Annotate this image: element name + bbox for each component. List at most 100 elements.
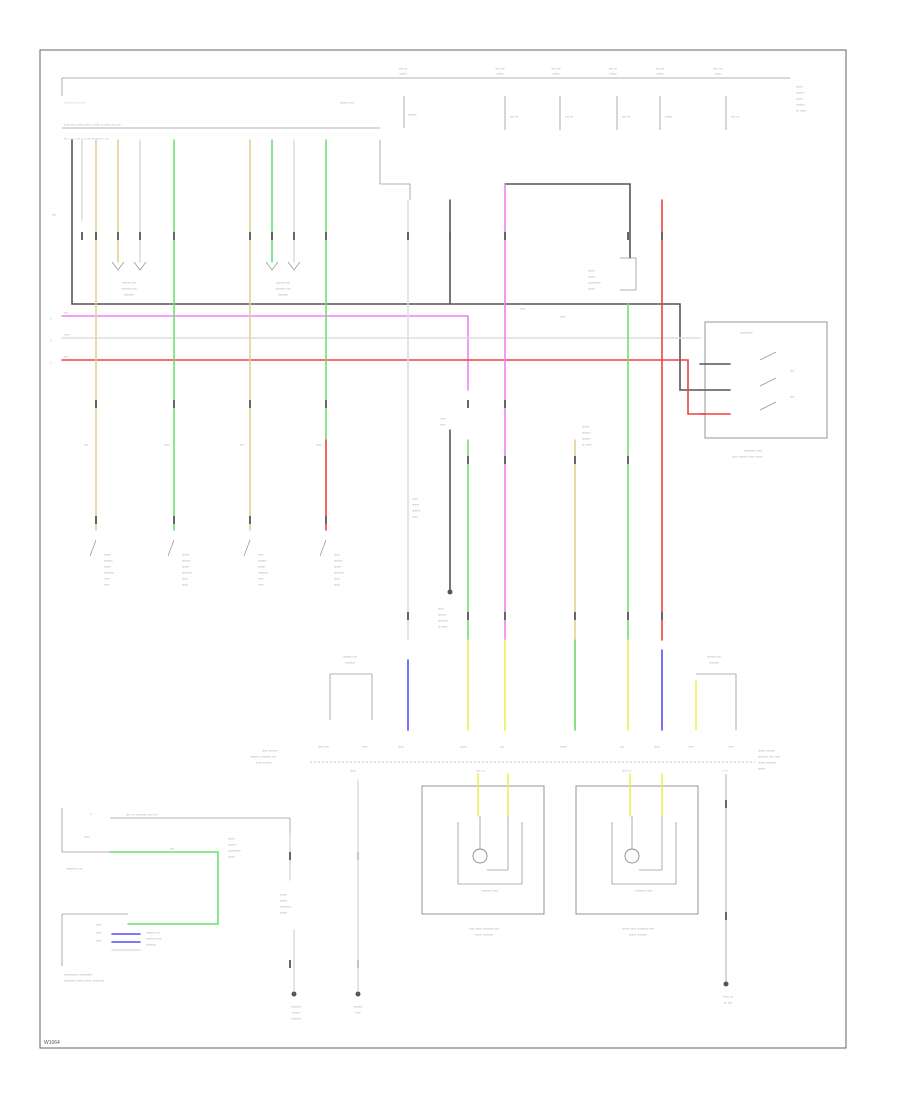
svg-text:▫▫▫▫▫▫▫▫▫: ▫▫▫▫▫▫▫▫▫: [740, 330, 753, 335]
svg-text:▫▫▫▫▫▫ ▫▫▫: ▫▫▫▫▫▫ ▫▫▫: [146, 930, 160, 935]
svg-text:▫▫▫: ▫▫▫: [790, 368, 795, 373]
control-unit-bottom: ▫▫▫▫ ▫▫▫▫▫▫ ▫▫▫▫▫▫▫ ▫▫▫▫▫▫▫ ▫▫▫ ▫▫▫▫ ▫▫▫…: [250, 748, 781, 773]
svg-text:▫▫▫▫▫▫▫▫▫▫ ▫▫▫▫▫▫▫▫▫: ▫▫▫▫▫▫▫▫▫▫ ▫▫▫▫▫▫▫▫▫: [64, 972, 93, 977]
svg-text:▫▫▫▫▫: ▫▫▫▫▫: [552, 71, 560, 76]
svg-text:▫▫▫▫▫▫▫▫ ▫▫▫▫▫ ▫▫▫▫▫ ▫▫▫▫▫▫▫▫: ▫▫▫▫▫▫▫▫ ▫▫▫▫▫ ▫▫▫▫▫ ▫▫▫▫▫▫▫▫: [64, 978, 105, 983]
svg-text:▫▫▫▫▫▫▫: ▫▫▫▫▫▫▫: [438, 618, 449, 623]
svg-text:▫▫▫: ▫▫▫: [500, 744, 505, 749]
svg-text:▫▫▫: ▫▫▫: [84, 442, 89, 447]
top-fuse-row: ▫ ▫ ▫ ▫ ▫ ▫ ▫ ▫ ▫ ▫▫▫ ▫▫▫▫▫▫▫ ▫▫▫ ▫▫▫▫▫▫…: [61, 66, 806, 130]
svg-text:▫▫▫▫▫▫▫: ▫▫▫▫▫▫▫: [291, 1016, 302, 1021]
ground-icon: [447, 589, 453, 595]
svg-text:▫▫▫▫: ▫▫▫▫: [96, 930, 102, 935]
svg-text:▫▫▫▫: ▫▫▫▫: [182, 582, 188, 587]
svg-text:▫▫▫▫▫: ▫▫▫▫▫: [665, 114, 673, 119]
svg-text:▫▫▫▫▫▫▫: ▫▫▫▫▫▫▫: [709, 660, 720, 665]
svg-text:▫▫▫▫: ▫▫▫▫: [164, 442, 170, 447]
svg-text:▫▫▫▫: ▫▫▫▫: [440, 416, 446, 421]
svg-text:▫▫▫▫: ▫▫▫▫: [688, 744, 694, 749]
svg-text:▫▫▫▫▫: ▫▫▫▫▫: [104, 552, 112, 557]
svg-text:▫▫▫▫▫▫▫: ▫▫▫▫▫▫▫: [104, 570, 115, 575]
svg-text:▫▫▫▫▫▫: ▫▫▫▫▫▫: [582, 430, 591, 435]
svg-text:▫▫▫▫▫: ▫▫▫▫▫: [182, 552, 190, 557]
svg-text:▫▫▫ ▫▫▫: ▫▫▫ ▫▫▫: [551, 66, 561, 71]
svg-text:▫▫▫▫▫▫: ▫▫▫▫▫▫: [258, 558, 267, 563]
svg-text:▫▫▫▫▫▫▫: ▫▫▫▫▫▫▫: [291, 1004, 302, 1009]
svg-text:▫▫▫: ▫▫▫: [240, 442, 245, 447]
svg-text:▫▫▫▫: ▫▫▫▫: [96, 938, 102, 943]
svg-text:▫▫▫ ▫▫: ▫▫▫ ▫▫: [609, 66, 618, 71]
center-wires: ▫▫▫▫▫▫▫▫▫▫▫▫▫▫▫▫▫▫▫ ▫▫▫▫ ▫▫▫▫▫▫▫▫▫▫▫▫▫▫▫…: [379, 140, 663, 731]
svg-text:▫▫▫▫▫: ▫▫▫▫▫: [588, 268, 596, 273]
svg-text:▫▫▫▫▫: ▫▫▫▫▫: [182, 564, 190, 569]
svg-text:▫▫▫▫: ▫▫▫▫: [398, 744, 404, 749]
svg-text:▫▫▫▫: ▫▫▫▫: [438, 606, 444, 611]
ground-icon: [291, 991, 361, 997]
svg-text:▫▫▫▫ ▫▫▫▫▫▫ ▫▫▫▫ ▫▫▫▫▫: ▫▫▫▫ ▫▫▫▫▫▫ ▫▫▫▫ ▫▫▫▫▫: [732, 454, 763, 459]
svg-text:▫▫▫▫▫: ▫▫▫▫▫: [228, 854, 236, 859]
svg-text:▫▫▫▫▫: ▫▫▫▫▫: [228, 836, 236, 841]
svg-text:▫▫▫▫▫: ▫▫▫▫▫: [796, 96, 804, 101]
svg-text:▫▫▫▫: ▫▫▫▫: [334, 582, 340, 587]
svg-text:▫▫▫▫▫▫▫ ▫▫▫: ▫▫▫▫▫▫▫ ▫▫▫: [121, 286, 137, 291]
svg-text:▫▫▫▫ ▫▫▫ ▫▫▫▫▫ ▫▫▫▫ ▫ ▫▫▫▫ ▫▫: ▫▫▫▫ ▫▫▫ ▫▫▫▫▫ ▫▫▫▫ ▫ ▫▫▫▫ ▫▫ ▫▫▫▫ ▫▫▫ ▫…: [64, 122, 121, 127]
svg-text:▫▫▫▫▫▫▫: ▫▫▫▫▫▫▫: [146, 942, 157, 947]
fuse-icon: [403, 96, 727, 130]
svg-text:▫▫▫▫▫▫ ▫▫▫: ▫▫▫▫▫▫ ▫▫▫: [343, 654, 357, 659]
svg-text:▫▫▫ ▫▫▫: ▫▫▫ ▫▫▫: [495, 66, 505, 71]
svg-text:▫▫▫▫▫▫▫: ▫▫▫▫▫▫▫: [334, 570, 345, 575]
svg-text:▫▫▫▫▫▫: ▫▫▫▫▫▫: [354, 1004, 363, 1009]
switch-icon: [759, 351, 777, 411]
svg-text:▫▫▫▫: ▫▫▫▫: [412, 496, 418, 501]
frame-id: W1064: [44, 1040, 60, 1046]
svg-text:▫▫▫▫▫▫: ▫▫▫▫▫▫: [438, 612, 447, 617]
svg-text:▫▫▫: ▫▫▫: [52, 212, 57, 217]
svg-text:▫▫▫▫▫: ▫▫▫▫▫: [496, 71, 504, 76]
svg-text:▫▫▫▫: ▫▫▫▫: [84, 834, 90, 839]
control-unit-top-pins: ▫▫▫▫ ▫▫▫ ▫▫▫▫▫ ▫▫▫▫ ▫ ▫▫▫▫ ▫▫ ▫▫▫▫ ▫▫▫ ▫…: [62, 122, 380, 141]
svg-text:▫▫▫▫▫▫: ▫▫▫▫▫▫: [412, 508, 421, 513]
svg-text:▫▫▫▫ ▫▫▫▫ ▫▫▫▫▫▫▫▫ ▫▫▫: ▫▫▫▫ ▫▫▫▫ ▫▫▫▫▫▫▫▫ ▫▫▫: [469, 926, 500, 931]
left-sensor-wires: ▫▫▫▫▫▫ ▫▫▫▫▫▫▫▫▫▫ ▫▫▫▫▫▫▫▫▫▫ ▫▫▫▫▫▫ ▫▫▫▫…: [52, 139, 327, 531]
svg-text:▫▫▫▫: ▫▫▫▫: [654, 744, 660, 749]
svg-text:▫▫▫▫ ▫▫: ▫▫▫▫ ▫▫: [723, 994, 733, 999]
svg-text:▫▫▫▫ ▫▫▫: ▫▫▫▫ ▫▫▫: [318, 744, 330, 749]
svg-text:▫▫▫▫▫: ▫▫▫▫▫: [280, 892, 288, 897]
svg-text:▫▫▫▫▫: ▫▫▫▫▫: [656, 71, 664, 76]
svg-text:▫▫▫▫▫▫▫▫▫: ▫▫▫▫▫▫▫▫▫: [228, 848, 241, 853]
svg-text:▫▫▫▫: ▫▫▫▫: [258, 576, 264, 581]
connector-icon: [81, 232, 327, 524]
svg-text:▫▫▫: ▫▫▫: [790, 394, 795, 399]
svg-text:▫▫▫▫▫: ▫▫▫▫▫: [588, 286, 596, 291]
svg-text:▫▫▫▫▫▫: ▫▫▫▫▫▫: [334, 558, 343, 563]
left-lamp-assembly: ▫▫▫▫▫▫▫ ▫▫▫▫ ▫▫▫▫ ▫▫▫▫ ▫▫▫▫▫▫▫▫ ▫▫▫ ▫▫▫▫…: [421, 773, 545, 937]
svg-text:▫▫ ▫▫▫▫: ▫▫ ▫▫▫▫: [796, 108, 806, 113]
svg-text:▫▫▫▫▫▫▫ ▫▫▫▫▫▫▫ ▫▫▫: ▫▫▫▫▫▫▫ ▫▫▫▫▫▫▫ ▫▫▫: [250, 754, 277, 759]
connector-icon: [289, 852, 359, 968]
svg-text:▫▫▫▫▫: ▫▫▫▫▫: [609, 71, 617, 76]
svg-text:▫▫▫▫▫: ▫▫▫▫▫: [280, 910, 288, 915]
svg-text:▫▫▫▫▫▫: ▫▫▫▫▫▫: [582, 436, 591, 441]
svg-text:▫▫▫▫▫▫▫: ▫▫▫▫▫▫▫: [345, 660, 356, 665]
svg-text:▫▫▫▫: ▫▫▫▫: [350, 768, 356, 773]
svg-text:▫: ▫: [50, 338, 52, 343]
svg-text:▫▫▫ ▫▫ ▫▫▫▫▫▫▫▫ ▫▫▫▫ ▫▫: ▫▫▫ ▫▫ ▫▫▫▫▫▫▫▫ ▫▫▫▫ ▫▫: [126, 812, 158, 817]
svg-text:▫: ▫: [50, 316, 52, 321]
svg-text:▫▫▫▫▫: ▫▫▫▫▫: [412, 502, 420, 507]
svg-text:▫▫▫ ▫▫▫: ▫▫▫ ▫▫▫: [713, 66, 723, 71]
left-sensors: ▫▫▫▫▫▫▫▫▫▫▫▫▫▫▫▫▫▫▫▫▫▫▫▫▫▫▫▫▫▫▫ ▫▫▫▫▫▫▫▫…: [89, 539, 345, 587]
svg-text:▫▫▫▫: ▫▫▫▫: [362, 744, 368, 749]
svg-text:▫▫▫▫▫▫▫ ▫▫▫ ▫▫▫▫: ▫▫▫▫▫▫▫ ▫▫▫ ▫▫▫▫: [758, 754, 781, 759]
svg-text:▫▫▫▫: ▫▫▫▫: [96, 922, 102, 927]
bottom-left-section: ▫ ▫▫▫▫ ▫▫▫▫▫▫▫▫ ▫▫▫ ▫▫▫ ▫▫ ▫▫▫▫▫▫▫▫ ▫▫▫▫…: [61, 779, 363, 1021]
svg-text:▫▫▫▫▫ ▫▫▫▫ ▫▫▫▫▫▫▫▫ ▫▫▫: ▫▫▫▫▫ ▫▫▫▫ ▫▫▫▫▫▫▫▫ ▫▫▫: [622, 926, 654, 931]
svg-text:▫▫▫▫ ▫▫▫▫▫▫: ▫▫▫▫ ▫▫▫▫▫▫: [262, 748, 278, 753]
svg-text:▫▫▫ ▫▫: ▫▫▫ ▫▫: [565, 114, 574, 119]
lamp-icon: [624, 816, 663, 871]
svg-text:▫▫ ▫▫▫▫: ▫▫ ▫▫▫▫: [582, 442, 592, 447]
svg-text:▫▫▫▫▫ ▫▫▫▫▫▫: ▫▫▫▫▫ ▫▫▫▫▫▫: [758, 748, 775, 753]
svg-text:▫▫▫ ▫▫: ▫▫▫ ▫▫: [656, 66, 665, 71]
svg-text:▫▫▫▫▫▫▫▫: ▫▫▫▫▫▫▫▫: [280, 904, 292, 909]
svg-text:▫▫▫▫: ▫▫▫▫: [334, 576, 340, 581]
